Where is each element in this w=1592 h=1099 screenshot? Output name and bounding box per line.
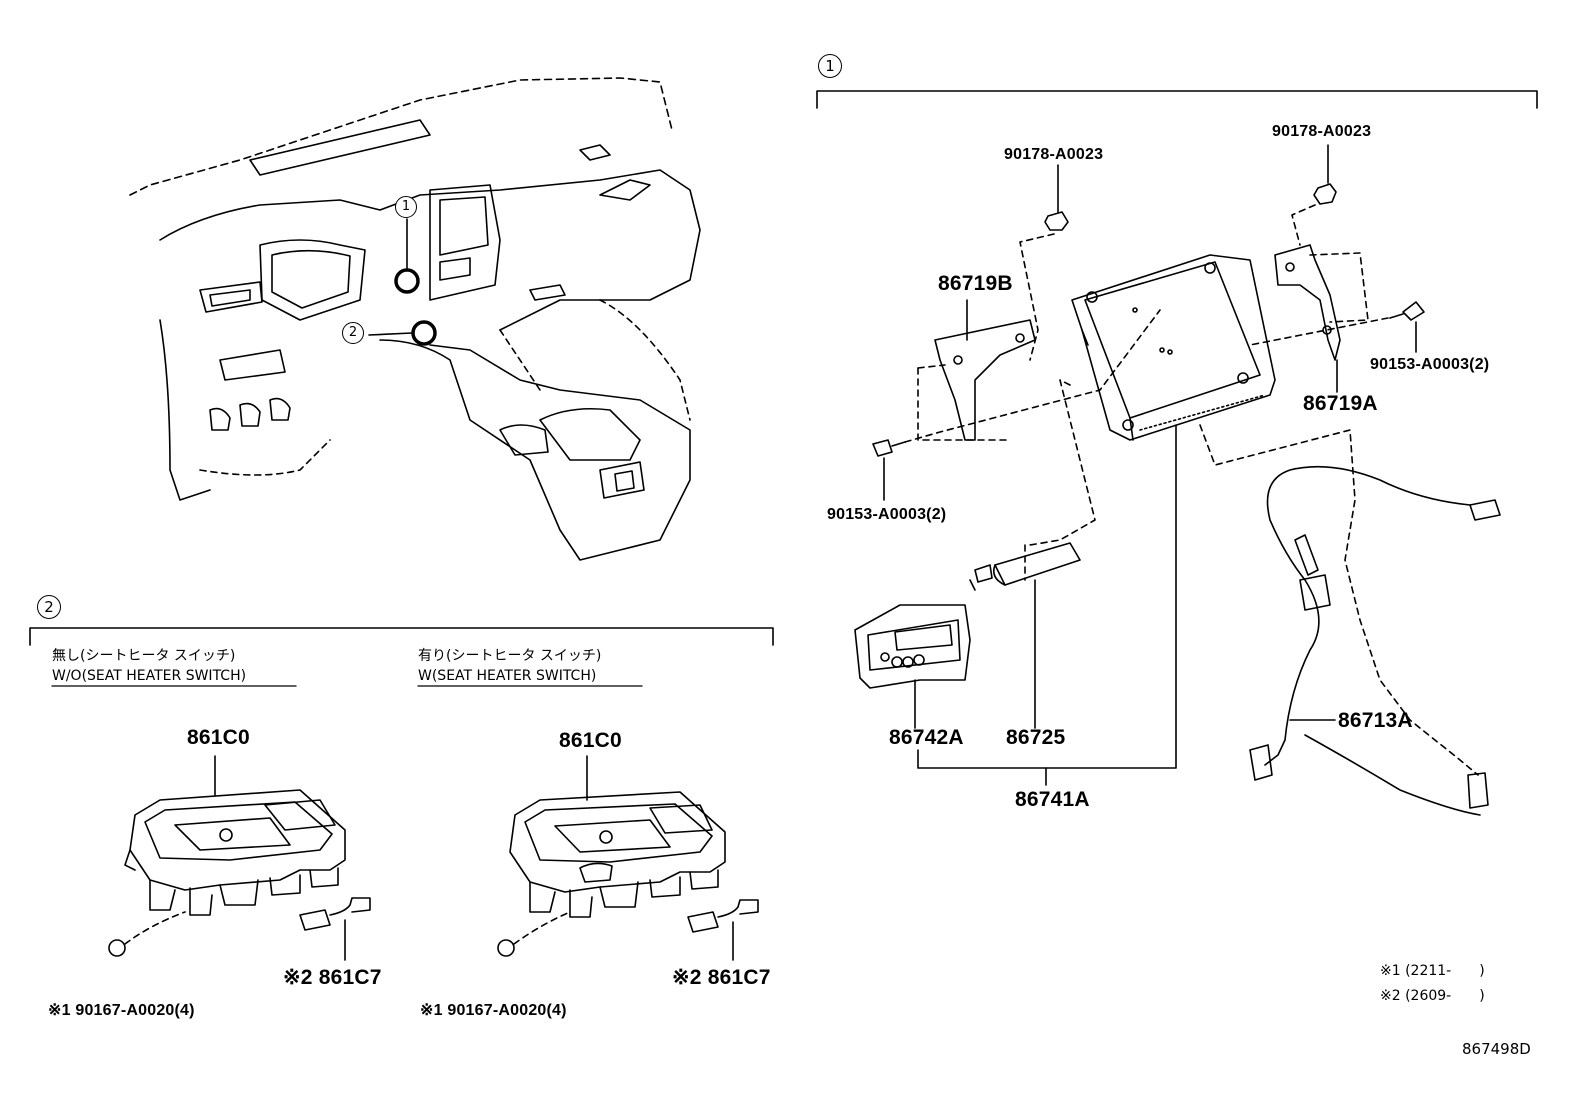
footnote-1: ※1 (2211- ) xyxy=(1380,963,1485,979)
part-label-screw-right: ※1 90167-A0020(4) xyxy=(420,1002,567,1019)
section1-marker: 1 xyxy=(818,54,842,78)
part-label-bolt-right: 90153-A0003(2) xyxy=(1370,356,1490,373)
console-panel-right xyxy=(497,755,759,961)
part-label-nut-left: 90178-A0023 xyxy=(1004,146,1104,163)
part-label-86742A: 86742A xyxy=(889,726,964,749)
part-label-86719A: 86719A xyxy=(1303,392,1378,415)
part-label-screw-left: ※1 90167-A0020(4) xyxy=(48,1002,195,1019)
section2-marker: 2 xyxy=(37,595,61,619)
dashboard-illustration xyxy=(129,77,701,561)
left-caption-jp: 無し(シートヒータ スイッチ) xyxy=(52,648,236,664)
part-label-bolt-left: 90153-A0003(2) xyxy=(827,506,947,523)
right-caption-en: W(SEAT HEATER SWITCH) xyxy=(418,668,597,684)
part-label-86713A: 86713A xyxy=(1338,709,1413,732)
left-caption-en: W/O(SEAT HEATER SWITCH) xyxy=(52,668,247,684)
part-label-nut-right: 90178-A0023 xyxy=(1272,123,1372,140)
part-label-861C0-right: 861C0 xyxy=(559,729,622,752)
part-label-861C0-left: 861C0 xyxy=(187,726,250,749)
diagram-id: 867498D xyxy=(1462,1040,1531,1058)
part-label-861C7-right: ※2 861C7 xyxy=(672,966,771,989)
right-caption-jp: 有り(シートヒータ スイッチ) xyxy=(418,648,602,664)
console-panel-left xyxy=(108,755,371,961)
part-label-86741A: 86741A xyxy=(1015,788,1090,811)
section2-bracket xyxy=(29,627,774,646)
part-label-861C7-left: ※2 861C7 xyxy=(283,966,382,989)
part-label-86719B: 86719B xyxy=(938,272,1013,295)
section1-parts xyxy=(854,144,1501,816)
dash-callout-1: 1 xyxy=(395,196,417,218)
dash-callout-2: 2 xyxy=(342,322,364,344)
section1-bracket xyxy=(816,90,1538,109)
footnote-2: ※2 (2609- ) xyxy=(1380,988,1485,1004)
part-label-86725: 86725 xyxy=(1006,726,1066,749)
